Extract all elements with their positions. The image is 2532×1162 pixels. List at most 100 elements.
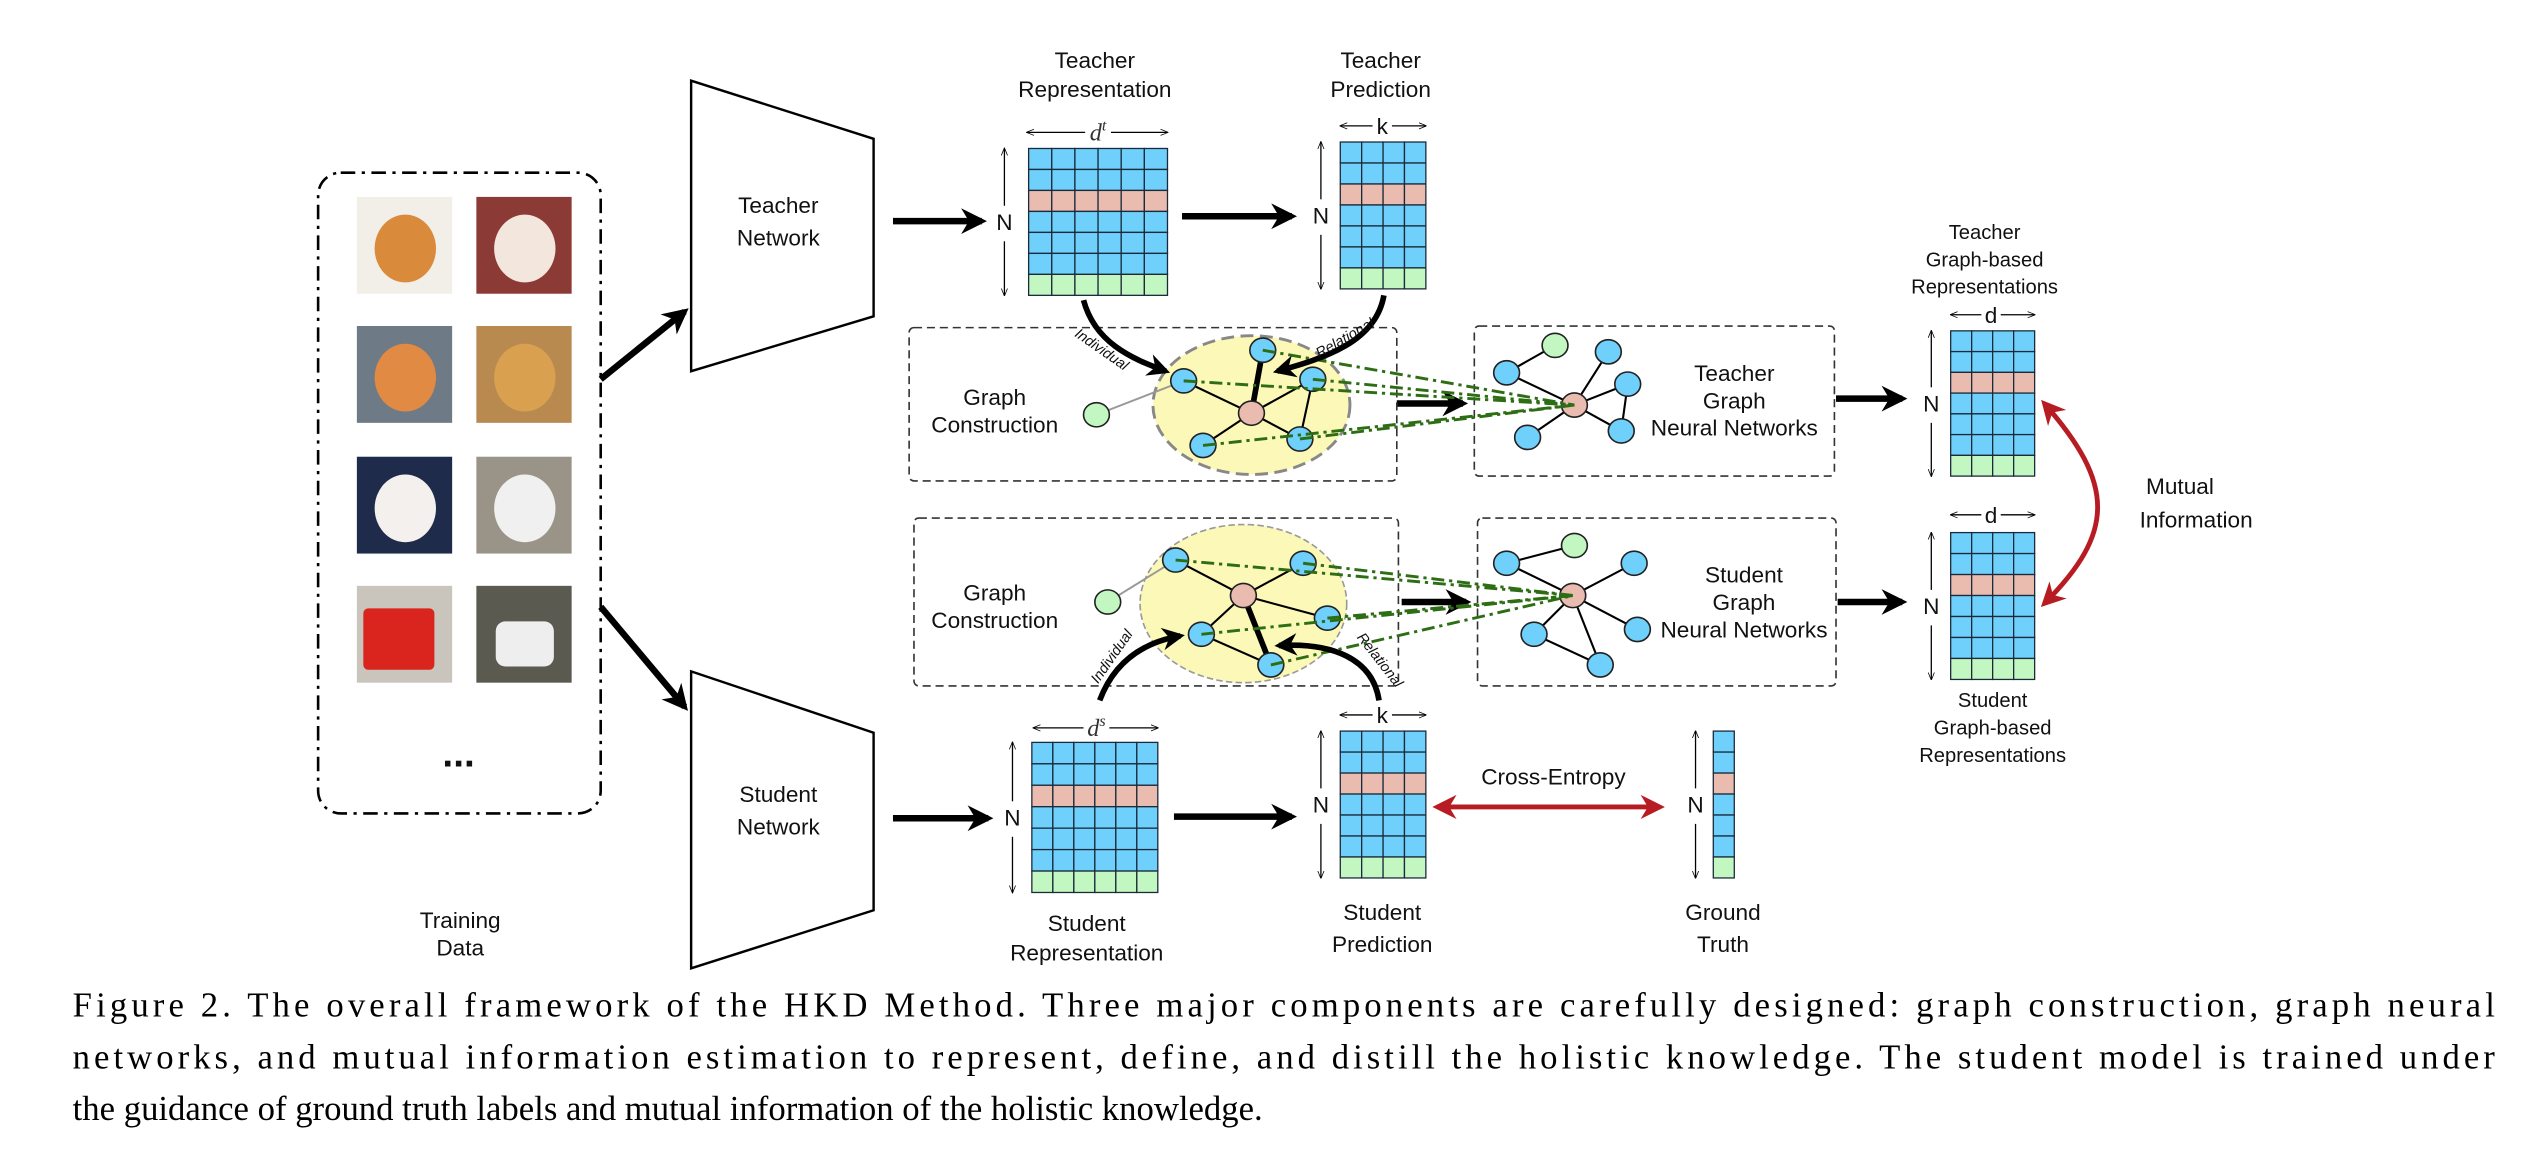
matrix-cell-pink [1950,371,1973,394]
teacher-gnn-label: Teacher [1694,361,1775,386]
matrix-cell-blue [1361,730,1384,753]
graph-node [1623,616,1652,643]
matrix-cell-blue [1097,168,1122,192]
matrix-cell-blue [1361,793,1384,816]
teacher-graph-rep-title-2: Graph-based [1926,249,2044,271]
matrix-cell-blue [1074,231,1099,255]
matrix-cell-blue [1971,433,1994,456]
matrix-cell-blue [1027,147,1053,171]
student-graph-construction-box [913,517,1400,687]
matrix-cell-blue [1031,827,1054,851]
matrix-cell-blue [1074,147,1099,171]
matrix-cell-green [1120,273,1145,296]
matrix-cell-blue [1120,231,1145,255]
student-network-block [689,669,875,970]
matrix-cell-blue [1136,848,1159,872]
mutual-information-arrow [2040,399,2100,608]
matrix-cell-blue [2013,615,2036,639]
matrix-cell-blue [1382,162,1406,185]
teacher-gnn-graph [1492,332,1642,451]
student-graph-rep-n-dimension: N [1923,533,1939,680]
matrix-cell-blue [1712,814,1735,837]
matrix-cell-blue [1382,835,1406,858]
graph-node [1094,589,1122,615]
matrix-cell-blue [1361,204,1384,227]
matrix-cell-blue [1052,806,1075,829]
teacher-rep-n-dimension: N [996,148,1013,295]
matrix-cell-blue [1361,246,1384,269]
matrix-cell-blue [1403,751,1427,774]
teacher-relational-arrow [1272,294,1387,378]
matrix-cell-green [1052,870,1075,894]
matrix-cell-blue [1143,210,1169,234]
matrix-cell-blue [1094,848,1117,872]
teacher-gnn-label-3: Neural Networks [1651,416,1818,441]
matrix-cell-blue [1073,848,1096,872]
matrix-cell-blue [1950,552,1973,576]
matrix-cell-blue [1382,730,1406,753]
matrix-cell-blue [1143,252,1169,276]
matrix-cell-green [1950,454,1973,477]
matrix-cell-blue [1361,141,1384,164]
matrix-cell-blue [1403,225,1427,248]
student-graph-rep-title-2: Graph-based [1934,717,2052,739]
arrow-data-to-student [598,604,688,711]
matrix-cell-blue [1097,231,1122,255]
matrix-cell-blue [1339,162,1363,185]
matrix-cell-blue [1361,225,1384,248]
matrix-cell-green [1136,870,1159,894]
matrix-cell-blue [1073,806,1096,829]
matrix-cell-blue [1136,806,1159,829]
n-label: N [1687,793,1703,818]
matrix-cell-blue [1115,806,1138,829]
matrix-cell-blue [1971,330,1994,353]
matrix-cell-blue [1339,793,1363,816]
matrix-cell-blue [1403,141,1427,164]
matrix-cell-blue [2013,350,2036,373]
matrix-cell-green [1073,870,1096,894]
matrix-cell-green [1971,454,1994,477]
training-image-golden-dog [476,326,572,423]
student-graph-rep-title-3: Representations [1919,745,2066,767]
matrix-cell-pink [1992,573,2015,597]
graph-node [1249,337,1277,364]
matrix-cell-blue [2013,531,2036,555]
n-label: N [1004,806,1020,831]
teacher-representation-title-2: Representation [1018,77,1171,102]
graph-node [1082,401,1111,428]
graph-node [1607,417,1635,444]
teacher-representation-matrix [1027,147,1169,296]
matrix-cell-green [1031,870,1054,894]
matrix-cell-pink [2013,371,2036,394]
matrix-cell-pink [1052,784,1075,808]
ground-truth-title-2: Truth [1697,932,1749,957]
matrix-cell-blue [1950,531,1973,555]
matrix-cell-blue [1361,835,1384,858]
ground-truth-matrix [1712,730,1735,879]
matrix-cell-blue [1382,751,1406,774]
matrix-cell-blue [1136,741,1159,765]
matrix-cell-green [1097,273,1122,296]
matrix-cell-blue [1074,252,1099,276]
student-graph-construction-label: Graph [963,580,1026,605]
student-gnn-label: Student [1705,563,1784,588]
matrix-cell-green [2013,454,2036,477]
training-data-panel: ... Training Data [316,171,602,960]
matrix-cell-blue [1971,350,1994,373]
n-label: N [1923,392,1939,417]
student-relational-arrow [1274,633,1382,701]
matrix-cell-blue [1382,141,1406,164]
matrix-cell-blue [1120,210,1145,234]
teacher-network-block [689,79,875,373]
teacher-gnn-box [1473,325,1836,477]
matrix-cell-blue [1382,204,1406,227]
student-prediction-title: Student [1343,900,1422,925]
teacher-graph-construction-box [908,326,1398,482]
matrix-cell-blue [1361,814,1384,837]
teacher-network-label-2: Network [737,225,821,250]
graph-node [1289,550,1317,577]
matrix-cell-blue [1403,246,1427,269]
matrix-cell-blue [1051,168,1076,192]
matrix-cell-blue [1382,793,1406,816]
student-network-label-2: Network [737,814,821,839]
